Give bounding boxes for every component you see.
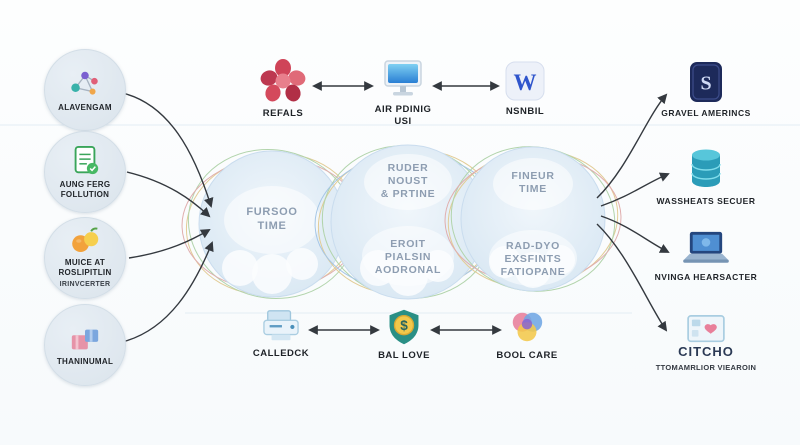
top-node-label: AIR PDINIG USI	[374, 104, 432, 128]
bottom-node-label: BOOL CARE	[496, 350, 558, 361]
right-node-gravel-amerincs: S GRAVEL AMERINCS	[646, 60, 766, 119]
right-node-label: GRAVEL AMERINCS	[661, 108, 751, 118]
red-flower-icon	[258, 58, 308, 104]
printer-icon	[258, 308, 304, 344]
right-connector-arrows	[596, 93, 670, 332]
checklist-icon	[69, 144, 101, 178]
heart-monitor-icon	[682, 314, 730, 346]
molecule-icon	[64, 67, 106, 101]
monitor-icon	[380, 58, 426, 100]
left-node-label: ALAVENGAM	[58, 103, 112, 112]
cloud-2-bottom-text: EROIT PIALSIN AODRONAL	[374, 238, 442, 277]
left-node-label: AUNG FERG FOLLUTION	[59, 180, 111, 199]
bottom-node-bool-care: BOOL CARE	[472, 308, 582, 362]
fruit-icon	[67, 226, 103, 256]
cloud-3-bottom-text: RAD-DYO EXSFINTS FATIOPANE	[500, 240, 566, 279]
left-node-muice: MUICE AT ROSLIPITLIN IRINVCERTER	[44, 217, 126, 299]
left-node-alavengam: ALAVENGAM	[44, 49, 126, 131]
top-node-refals: REFALS	[228, 58, 338, 120]
laptop-icon	[678, 230, 734, 268]
navy-badge-icon: S	[686, 60, 726, 104]
left-node-label: THANINUMAL	[56, 357, 114, 366]
right-node-sublabel: TTOMAMRLIOR VIEAROIN	[655, 363, 757, 372]
database-icon	[685, 146, 727, 192]
right-node-label: NVINGA HEARSACTER	[654, 272, 758, 282]
left-node-thaninumal: THANINUMAL	[44, 304, 126, 386]
left-node-aung-ferg: AUNG FERG FOLLUTION	[44, 131, 126, 213]
parcel-icon	[67, 323, 103, 355]
left-node-label: MUICE AT ROSLIPITLIN	[58, 258, 112, 278]
top-node-label: NSNBIL	[505, 106, 545, 117]
dollar-glyph: $	[400, 318, 408, 333]
bottom-node-bal-love: $ BAL LOVE	[349, 308, 459, 362]
bottom-node-label: BAL LOVE	[378, 350, 430, 361]
right-node-label: WASSHEATS SECUER	[656, 196, 756, 206]
dollar-badge-icon: $	[384, 308, 424, 346]
w-glyph: W	[514, 70, 537, 95]
left-connector-arrows	[117, 91, 214, 344]
bottom-node-calledck: CALLEDCK	[226, 308, 336, 360]
top-node-label: REFALS	[262, 108, 304, 119]
top-node-air-pdinig: AIR PDINIG USI	[348, 58, 458, 129]
right-node-citcho: CITCHO TTOMAMRLIOR VIEAROIN	[646, 314, 766, 372]
cloud-1-text: FURSOO TIME	[246, 206, 298, 232]
cloud-3-top-text: FINEUR TIME	[511, 170, 555, 196]
left-node-sublabel: IRINVCERTER	[59, 281, 111, 289]
shield-glyph: S	[700, 73, 711, 95]
top-node-nsnbil: W NSNBIL	[470, 60, 580, 118]
color-sphere-icon	[507, 308, 547, 346]
right-node-wassheats-secuer: WASSHEATS SECUER	[646, 146, 766, 207]
right-node-title: CITCHO	[678, 344, 734, 359]
right-node-nvinga-hearsacter: NVINGA HEARSACTER	[646, 230, 766, 283]
cloud-shape-2	[314, 144, 502, 300]
bottom-node-label: CALLEDCK	[252, 348, 310, 359]
cloud-2-top-text: RUDER NOUST & PRTINE	[380, 162, 436, 201]
w-badge-icon: W	[503, 60, 547, 102]
cloud-shape-3	[444, 146, 622, 292]
